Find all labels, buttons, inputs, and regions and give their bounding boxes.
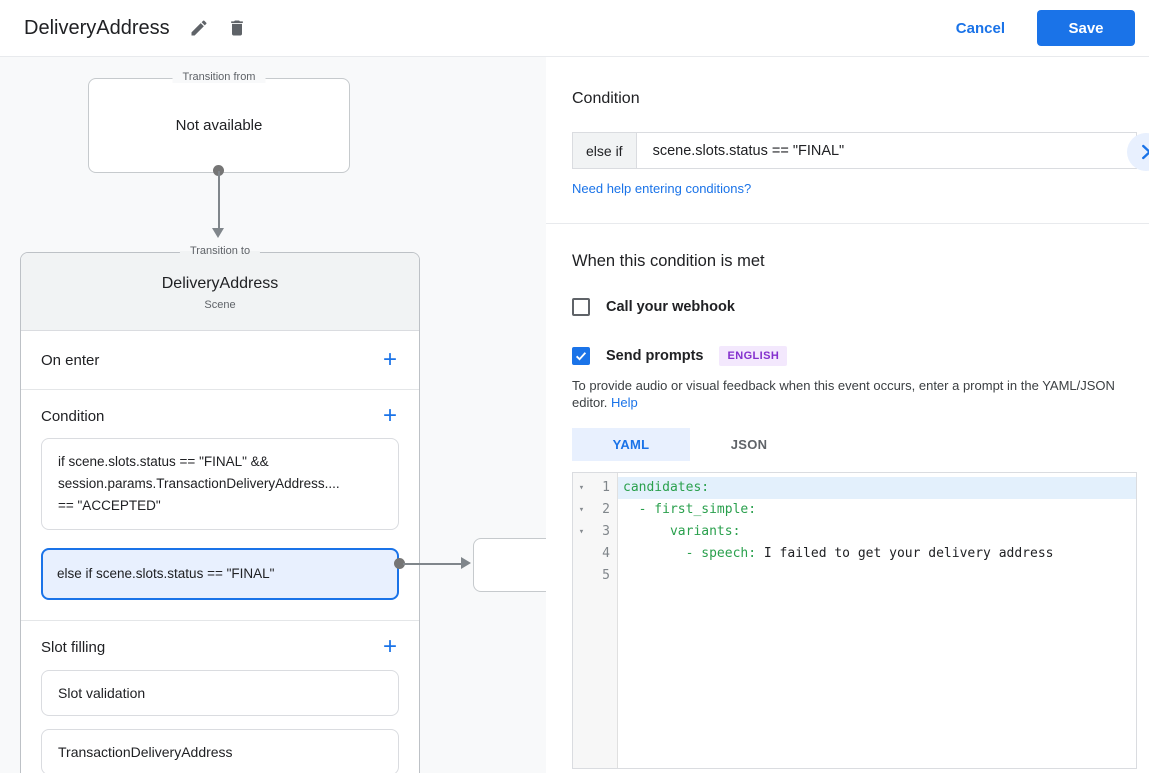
condition-input-row: else if — [572, 132, 1137, 169]
save-button[interactable]: Save — [1037, 10, 1135, 46]
scene-card-subtitle: Scene — [204, 299, 236, 311]
yaml-code-editor[interactable]: ▾ 1 ▾ 2 ▾ 3 4 5 candidates: - first_simple: var… — [572, 472, 1137, 769]
connector-line-vertical — [218, 171, 220, 229]
prompt-description: To provide audio or visual feedback when… — [572, 377, 1124, 411]
webhook-row: Call your webhook — [572, 298, 1137, 316]
slot-item[interactable]: Slot validation — [41, 670, 399, 716]
line-number: 5 — [602, 568, 610, 583]
transition-to-legend: Transition to — [179, 245, 261, 257]
send-prompts-row: Send prompts ENGLISH — [572, 346, 1137, 366]
condition-label: Condition — [41, 407, 105, 425]
call-webhook-checkbox[interactable] — [572, 298, 590, 316]
code-line[interactable]: - first_simple: — [618, 499, 1136, 521]
slot-filling-section: Slot filling + Slot validation Transacti… — [21, 621, 419, 773]
condition-met-title: When this condition is met — [572, 252, 765, 270]
condition-editor-panel: Condition else if Need help entering con… — [546, 57, 1149, 773]
transition-target-box[interactable] — [473, 538, 546, 592]
line-number: 3 — [602, 524, 610, 539]
on-enter-label: On enter — [41, 351, 100, 369]
conditions-help-link[interactable]: Need help entering conditions? — [572, 181, 752, 196]
fold-arrow-icon[interactable]: ▾ — [578, 505, 585, 515]
fold-spacer — [573, 543, 590, 565]
panel-title: Condition — [572, 90, 640, 107]
scene-diagram-panel: Transition from Not available Transition… — [0, 57, 546, 773]
code-line[interactable]: - speech: I failed to get your delivery … — [618, 543, 1136, 565]
connector-dot — [394, 558, 405, 569]
chevron-right-icon — [1142, 144, 1149, 160]
line-number: 1 — [602, 480, 610, 495]
panel-divider — [546, 223, 1149, 224]
send-prompts-label: Send prompts — [606, 348, 704, 364]
main-content: Transition from Not available Transition… — [0, 57, 1149, 773]
yaml-key-text: - first_simple: — [638, 502, 757, 517]
collapse-panel-button[interactable] — [1127, 133, 1149, 171]
yaml-key-text: variants: — [669, 524, 741, 539]
prompt-description-text: To provide audio or visual feedback when… — [572, 378, 1115, 410]
transition-from-legend: Transition from — [172, 71, 266, 83]
connector-dot — [213, 165, 224, 176]
editor-format-tabs: YAML JSON — [572, 428, 1137, 461]
connector-line-horizontal — [403, 563, 463, 565]
tab-yaml[interactable]: YAML — [572, 428, 690, 461]
page-title: DeliveryAddress — [24, 16, 170, 39]
connector-arrowhead-right — [461, 557, 471, 569]
fold-arrow-icon[interactable]: ▾ — [578, 527, 585, 537]
editor-gutter: ▾ 1 ▾ 2 ▾ 3 4 5 — [573, 473, 618, 768]
yaml-key-text: - speech: — [685, 546, 757, 561]
tab-json[interactable]: JSON — [690, 428, 808, 461]
condition-expression-input[interactable] — [636, 133, 1136, 168]
delete-scene-button[interactable] — [222, 13, 252, 43]
fold-arrow-icon[interactable]: ▾ — [578, 483, 585, 493]
on-enter-section: On enter + — [21, 331, 419, 390]
checkmark-icon — [575, 352, 587, 361]
connector-arrowhead-down — [212, 228, 224, 238]
pencil-icon — [191, 20, 207, 36]
scene-card-header: DeliveryAddress Scene — [21, 253, 419, 331]
scene-card: Transition to DeliveryAddress Scene On e… — [20, 245, 420, 773]
slot-filling-label: Slot filling — [41, 638, 106, 656]
add-slot-button[interactable]: + — [382, 633, 397, 660]
yaml-plain-text — [623, 502, 639, 517]
trash-icon — [230, 20, 243, 36]
line-number: 4 — [602, 546, 610, 561]
yaml-plain-text: I failed to get your delivery address — [756, 546, 1054, 561]
condition-section: Condition + if scene.slots.status == "FI… — [21, 390, 419, 621]
fold-spacer — [573, 565, 590, 587]
top-bar: DeliveryAddress Cancel Save — [0, 0, 1149, 57]
send-prompts-checkbox[interactable] — [572, 347, 590, 365]
condition-item-selected[interactable]: else if scene.slots.status == "FINAL" — [41, 548, 399, 600]
help-link[interactable]: Help — [611, 395, 638, 410]
line-number: 2 — [602, 502, 610, 517]
condition-item[interactable]: if scene.slots.status == "FINAL" && sess… — [41, 438, 399, 530]
code-line[interactable]: variants: — [618, 521, 1136, 543]
cancel-button[interactable]: Cancel — [955, 19, 1005, 37]
condition-prefix-label: else if — [573, 133, 637, 168]
scene-card-title: DeliveryAddress — [161, 275, 279, 292]
language-badge: ENGLISH — [719, 346, 788, 366]
yaml-plain-text — [623, 524, 670, 539]
code-line[interactable] — [618, 565, 1136, 587]
call-webhook-label: Call your webhook — [606, 299, 735, 315]
add-condition-button[interactable]: + — [382, 402, 397, 429]
slot-item[interactable]: TransactionDeliveryAddress — [41, 729, 399, 773]
transition-from-box[interactable]: Transition from Not available — [88, 71, 350, 173]
edit-title-button[interactable] — [184, 13, 214, 43]
yaml-key-text: candidates: — [623, 480, 710, 495]
transition-from-content: Not available — [175, 117, 263, 134]
add-on-enter-button[interactable]: + — [382, 346, 397, 373]
editor-code[interactable]: candidates: - first_simple: variants: - … — [618, 473, 1136, 768]
code-line[interactable]: candidates: — [618, 477, 1136, 499]
yaml-plain-text — [623, 546, 686, 561]
